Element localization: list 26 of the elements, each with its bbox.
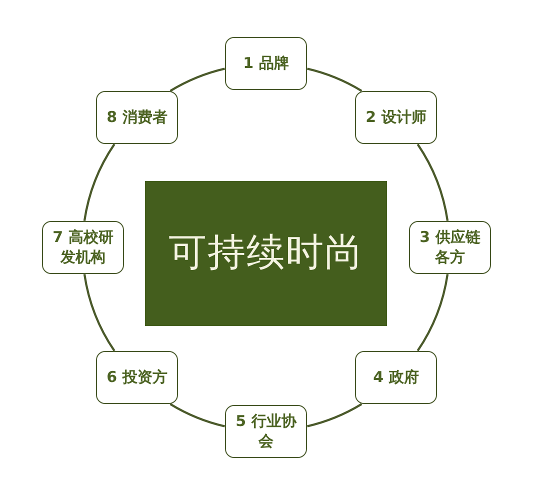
stakeholder-label: 1 品牌 xyxy=(243,54,289,74)
stakeholder-card xyxy=(225,37,307,90)
ring-connector xyxy=(306,403,362,428)
stakeholder-card xyxy=(355,351,437,404)
ring-connector xyxy=(170,68,226,92)
ring-connector xyxy=(416,274,449,352)
stakeholder-label: 4 政府 xyxy=(373,368,419,388)
stakeholder-label: 6 投资方 xyxy=(106,368,168,388)
stakeholder-label: 3 供应链各方 xyxy=(418,228,482,267)
stakeholder-label: 7 高校研发机构 xyxy=(52,228,114,267)
title-panel xyxy=(145,181,387,326)
stakeholder-card xyxy=(225,405,307,458)
stakeholder-card xyxy=(409,221,491,274)
stakeholder-label: 5 行业协会 xyxy=(234,412,298,451)
ring-connector xyxy=(416,144,449,222)
stakeholder-card xyxy=(96,91,178,144)
ring-connector xyxy=(83,274,116,352)
stakeholder-label: 2 设计师 xyxy=(366,108,426,128)
stakeholder-card xyxy=(42,221,124,274)
stakeholder-card xyxy=(96,351,178,404)
stakeholder-label: 8 消费者 xyxy=(106,108,168,128)
ring-connector xyxy=(306,68,362,92)
title-text: 可持续时尚 xyxy=(168,232,364,274)
ring-connector xyxy=(83,144,116,222)
stakeholder-card xyxy=(355,91,437,144)
ring-connector xyxy=(170,403,226,428)
